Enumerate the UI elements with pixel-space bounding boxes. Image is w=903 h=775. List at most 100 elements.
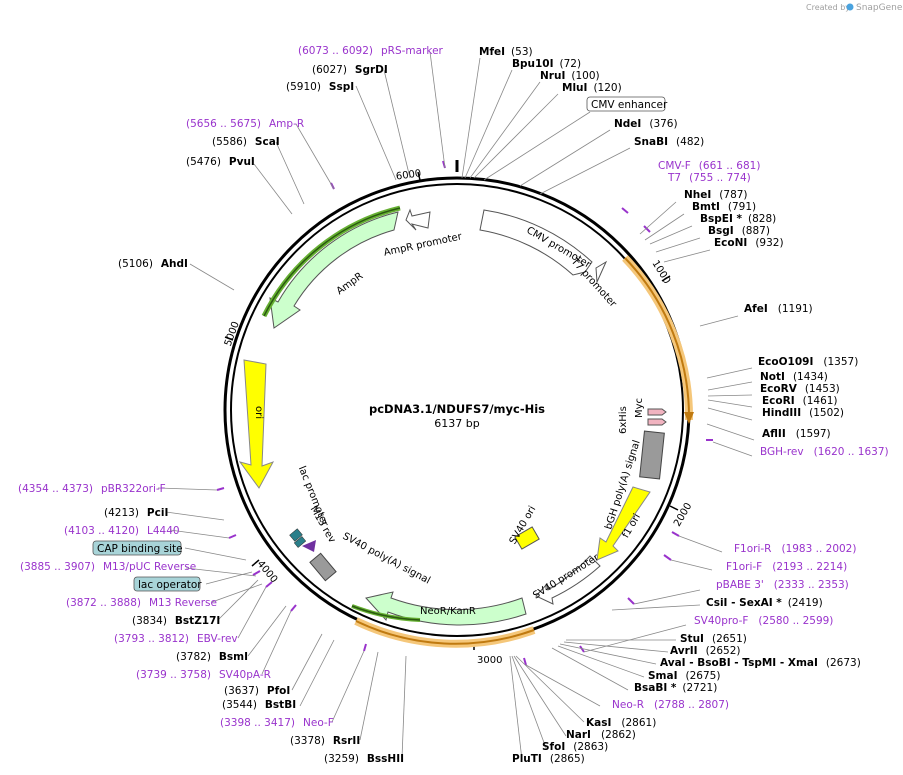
feature-sv40-promoter: SV40 promoter [531,552,602,602]
site-sv40pro-f[interactable]: SV40pro-F(2580 .. 2599) [694,615,833,627]
site-nrui[interactable]: NruI(100) [540,70,600,82]
site-pfoi[interactable]: (3637)PfoI [224,685,290,697]
feature-neor-kanr: NeoR/KanR [420,606,476,617]
site-avrii[interactable]: AvrII(2652) [670,645,741,657]
site-l4440[interactable]: (4103 .. 4120)L4440 [64,525,180,537]
cmv-promoter-arrow[interactable] [479,209,593,276]
site-f1ori-r[interactable]: F1ori-R(1983 .. 2002) [734,543,856,555]
site-mfei[interactable]: MfeI(53) [479,46,533,58]
site-ecori[interactable]: EcoRI(1461) [762,395,838,407]
cap-binding-box[interactable] [92,540,182,556]
site-rsrii[interactable]: (3378)RsrII [290,735,360,747]
feature-ampr: AmpR [335,271,366,297]
f1-ori-arrow[interactable] [596,486,651,561]
site-snabi[interactable]: SnaBI(482) [634,136,704,148]
neor-kanr-arrow[interactable] [365,591,527,626]
site-ecoo109i[interactable]: EcoO109I(1357) [758,356,858,368]
site-nari[interactable]: NarI(2862) [566,729,636,741]
cap-binding-mark[interactable] [289,528,303,542]
site-prs-marker[interactable]: (6073 .. 6092)pRS-marker [298,45,444,57]
leader-lines [157,51,755,761]
site-t7[interactable]: T7(755 .. 774) [667,172,751,184]
site-pvui[interactable]: (5476)PvuI [186,156,255,168]
ori-arrow[interactable] [238,359,275,489]
sv40-ori-box[interactable] [514,526,540,550]
site-bmti[interactable]: BmtI(791) [692,201,756,213]
site-csii-sexai[interactable]: CsiI - SexAI *(2419) [706,597,823,609]
site-bpu10i[interactable]: Bpu10I(72) [512,58,581,70]
site-pluti[interactable]: PluTI(2865) [512,753,585,765]
insert-arc-head [684,412,694,424]
site-ecorv[interactable]: EcoRV(1453) [760,383,840,395]
ampr-promoter-arrow[interactable] [405,208,431,231]
site-bsgi[interactable]: BsgI(887) [708,225,770,237]
site-smai[interactable]: SmaI(2675) [648,670,720,682]
site-cap-binding: CAP binding site [97,543,183,555]
site-cmv-f[interactable]: CMV-F(661 .. 681) [658,160,760,172]
site-bstz17i[interactable]: (3834)BstZ17I [132,615,220,627]
site-ebv-rev[interactable]: (3793 .. 3812)EBV-rev [114,633,238,645]
site-pbabe3[interactable]: pBABE 3'(2333 .. 2353) [716,579,849,591]
site-bsabi[interactable]: BsaBI *(2721) [634,682,717,694]
site-scai[interactable]: (5586)ScaI [212,136,280,148]
site-nhei[interactable]: NheI(787) [684,189,748,201]
myc-tag[interactable] [647,408,667,416]
site-aflii[interactable]: AflII(1597) [762,428,831,440]
tick-3000: 3000 [477,655,502,666]
ampr-arrow[interactable] [269,211,399,329]
site-neo-f[interactable]: (3398 .. 3417)Neo-F [220,717,334,729]
site-mlui[interactable]: MluI(120) [562,82,622,94]
lac-operator-box[interactable] [133,576,201,592]
lac-operator-mark[interactable] [293,536,307,548]
his-tag[interactable] [647,418,667,426]
watermark-prefix: Created by [806,3,850,12]
site-pcii[interactable]: (4213)PciI [104,507,168,519]
site-econi[interactable]: EcoNI(932) [714,237,784,249]
site-afei[interactable]: AfeI(1191) [744,303,813,315]
site-sspi[interactable]: (5910)SspI [286,81,354,93]
site-neo-r[interactable]: Neo-R(2788 .. 2807) [612,699,729,711]
plasmid-name: pcDNA3.1/NDUFS7/myc-His [369,402,545,416]
neo-orange-arc[interactable] [355,620,535,645]
site-sgrdi[interactable]: (6027)SgrDI [312,64,388,76]
site-hindiii[interactable]: HindIII(1502) [762,407,844,419]
t7-promoter-arrow[interactable] [595,260,608,283]
site-ahdi[interactable]: (5106)AhdI [118,258,188,270]
backbone-inner [230,183,684,637]
feature-6xhis: 6xHis [618,406,629,434]
insert-highlight-arc [622,255,694,421]
site-kasi[interactable]: KasI(2861) [586,717,656,729]
site-sv40pa-r[interactable]: (3739 .. 3758)SV40pA-R [136,669,271,681]
neor-line [351,605,421,621]
feature-myc: Myc [634,398,645,418]
site-noti[interactable]: NotI(1434) [760,371,828,383]
ampr-line [263,207,401,317]
feature-sv40-polya: SV40 poly(A) signal [341,531,432,587]
site-bspei[interactable]: BspEI *(828) [700,213,776,225]
site-cmv-enhancer: CMV enhancer [591,99,668,111]
plasmid-size: 6137 bp [434,417,479,430]
site-bsmi[interactable]: (3782)BsmI [176,651,248,663]
feature-ori: ori [253,406,264,419]
sv40-polya-box[interactable] [309,552,337,582]
site-m13puc-reverse[interactable]: (3885 .. 3907)M13/pUC Reverse [20,561,196,573]
sv40-promoter-arrow[interactable] [535,555,601,605]
insert-arc[interactable] [624,257,691,421]
site-bstbi[interactable]: (3544)BstBI [222,699,296,711]
snapgene-logo-icon [846,3,854,11]
site-f1ori-f[interactable]: F1ori-F(2193 .. 2214) [726,561,847,573]
site-amp-r[interactable]: (5656 .. 5675)Amp-R [186,118,304,130]
site-bgh-rev[interactable]: BGH-rev(1620 .. 1637) [760,446,889,458]
site-bsshii[interactable]: (3259)BssHII [324,753,404,765]
site-sfoi[interactable]: SfoI(2863) [542,741,608,753]
site-pbr322ori-f[interactable]: (4354 .. 4373)pBR322ori-F [18,483,166,495]
m13-rev-arrow[interactable] [302,540,316,552]
cmv-enhancer-box[interactable] [586,96,666,112]
site-ndei[interactable]: NdeI(376) [614,118,678,130]
site-m13-reverse[interactable]: (3872 .. 3888)M13 Reverse [66,597,217,609]
site-stui[interactable]: StuI(2651) [680,633,747,645]
bgh-polya-box[interactable] [639,430,665,480]
watermark-brand: SnapGene [856,3,903,13]
site-avai-group[interactable]: AvaI - BsoBI - TspMI - XmaI(2673) [660,657,861,669]
